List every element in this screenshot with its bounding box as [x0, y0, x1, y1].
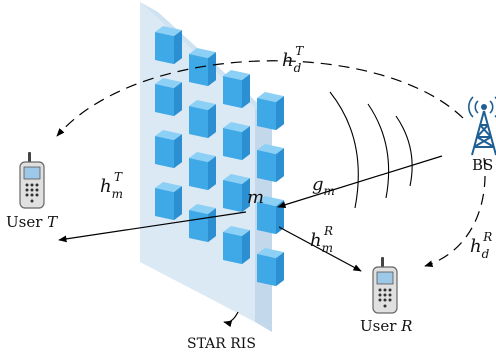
- tower-icon: [468, 96, 496, 156]
- ris-element-cell: [155, 130, 182, 169]
- label-h-d-t: hdT: [282, 44, 304, 75]
- direct-link-user-t: [56, 60, 464, 137]
- bs-to-ris-link: [277, 155, 443, 208]
- channel-links: [56, 60, 486, 328]
- label-bs: BS: [472, 156, 493, 174]
- ris-element-cell: [155, 78, 182, 117]
- ris-element-grid: [155, 26, 284, 287]
- label-element-m: m: [247, 187, 264, 208]
- ris-element-cell: [223, 122, 250, 161]
- wavefront-arc: [367, 103, 390, 199]
- ris-element-cell: [257, 196, 284, 235]
- ris-element-cell: [223, 70, 250, 109]
- ris-element-cell: [257, 248, 284, 287]
- ris-element-cell: [155, 182, 182, 221]
- ris-element-cell: [257, 144, 284, 183]
- ris-element-cell: [257, 92, 284, 131]
- signal-wavefronts: [329, 91, 413, 209]
- ris-element-cell: [189, 48, 216, 87]
- label-h-m-r: hmR: [310, 224, 333, 255]
- phone-icon: [19, 152, 45, 209]
- ris-element-cell: [189, 204, 216, 243]
- ris-to-user-t-link: [58, 211, 247, 243]
- ris-element-cell: [189, 100, 216, 139]
- label-user-t: User T: [6, 213, 58, 231]
- ris-to-user-r-link: [278, 226, 362, 272]
- phone-icon: [372, 257, 398, 314]
- label-star-ris: STAR RIS: [187, 336, 256, 352]
- label-h-m-t: hmT: [100, 170, 123, 201]
- ris-element-cell: [223, 174, 250, 213]
- wavefront-arc: [329, 91, 359, 209]
- direct-link-user-r: [424, 157, 486, 267]
- label-user-r: User R: [360, 317, 412, 335]
- ris-label-pointer: [223, 311, 239, 328]
- label-g-m: gm: [312, 174, 335, 198]
- ris-element-cell: [189, 152, 216, 191]
- label-h-d-r: hdR: [470, 230, 492, 261]
- star-ris-panel: [140, 2, 284, 332]
- ris-element-cell: [223, 226, 250, 265]
- ris-element-cell: [155, 26, 182, 65]
- wavefront-arc: [395, 115, 413, 187]
